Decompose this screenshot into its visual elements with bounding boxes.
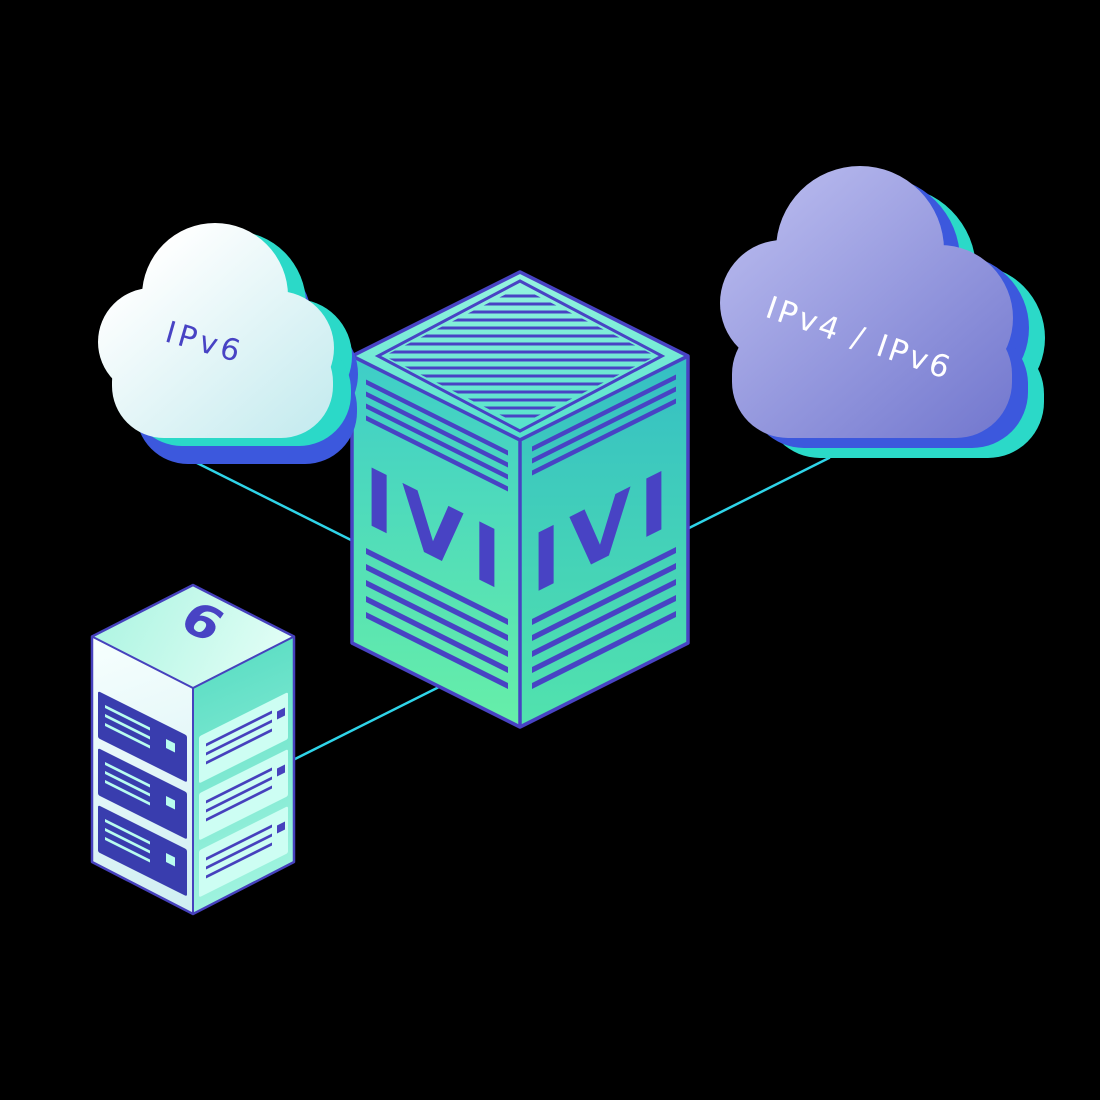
cube-top-inner-border: [374, 279, 666, 433]
server-module: [98, 748, 187, 839]
cube-left-face-stripes-top: [366, 379, 508, 492]
ivi-translator-cube: IVI IVI: [350, 270, 690, 729]
cube-inner-edges: [351, 354, 689, 727]
server-module: [199, 806, 288, 897]
cube-right-face-stripes-bottom: [532, 547, 676, 689]
server-module: [98, 805, 187, 896]
cube-right-face: [520, 356, 688, 727]
server-left-modules: [98, 691, 187, 896]
ipv6-cloud: IPv6: [98, 223, 358, 464]
ipv4-ipv6-cloud: IPv4 / IPv6: [720, 166, 1045, 458]
connection-line-server: [284, 674, 463, 766]
ipv6-server: 6: [90, 583, 296, 916]
cube-right-face-stripes-top: [532, 374, 676, 476]
cube-left-face-stripes-bottom: [366, 548, 508, 689]
cube-left-face-decor: IVI: [364, 379, 510, 689]
server-module: [199, 749, 288, 840]
server-module: [98, 691, 187, 782]
server-module: [199, 692, 288, 783]
server-outline: [90, 583, 296, 916]
cube-top-ruled-lines: [384, 294, 656, 418]
server-right-modules: [199, 692, 288, 897]
